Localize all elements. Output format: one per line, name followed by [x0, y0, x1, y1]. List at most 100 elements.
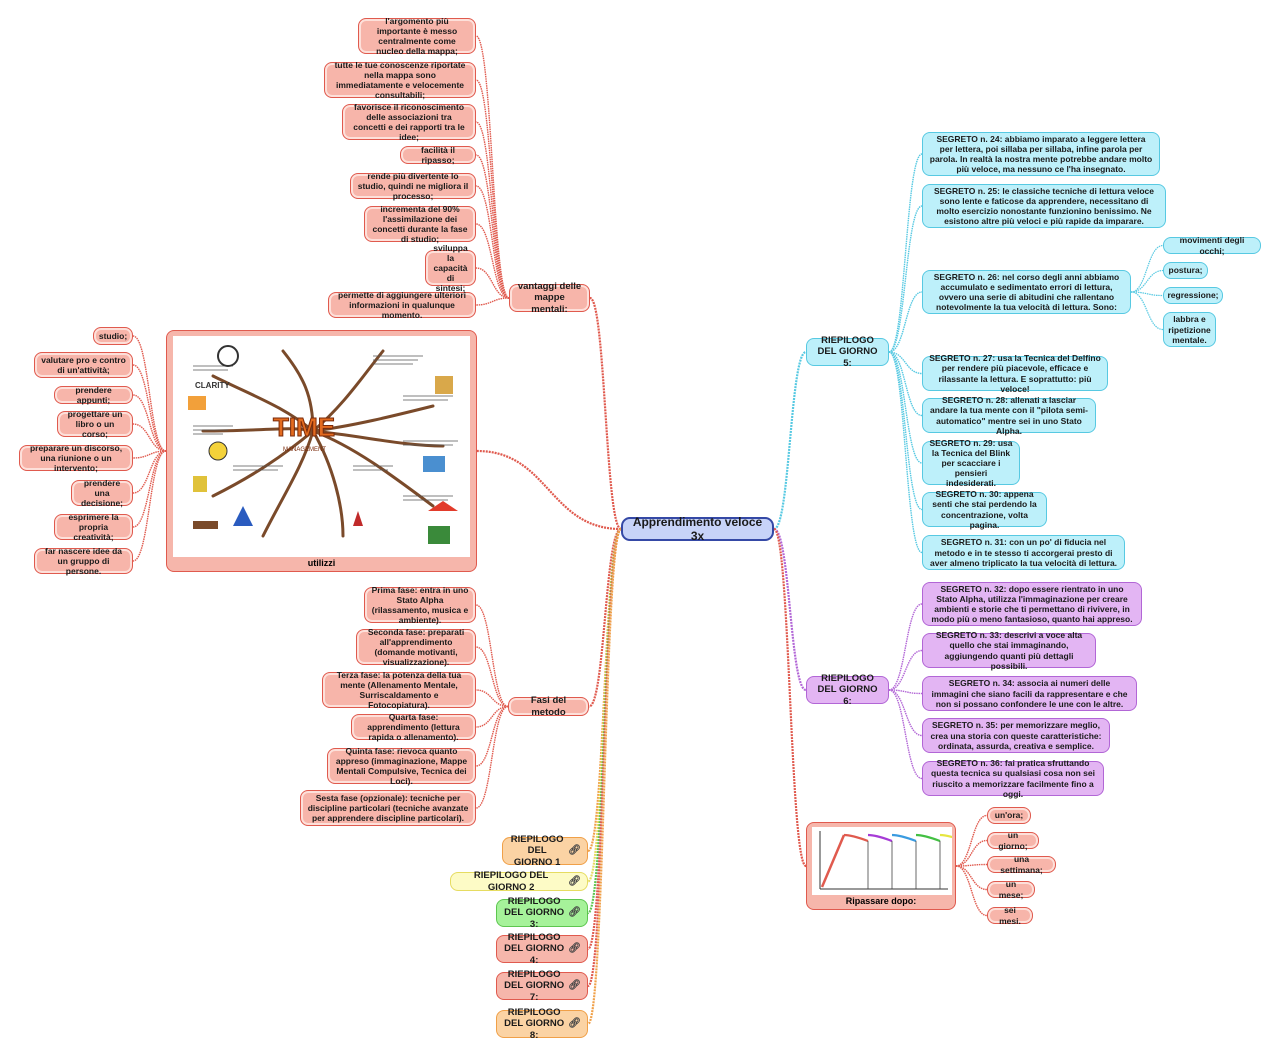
branch-giorno-6[interactable]: RIEPILOGO DEL GIORNO 6:: [806, 676, 889, 704]
connector-branch-vantaggi: [590, 298, 621, 529]
image-word-time: TIME: [273, 412, 335, 442]
connector-segreto-33: [889, 651, 922, 691]
utilizzi-image-node[interactable]: TIME MANAGEMENT CLARITY utilizzi: [166, 330, 477, 572]
link-icon: 🔗︎: [568, 845, 581, 857]
segreto-31[interactable]: SEGRETO n. 31: con un po' di fiducia nel…: [922, 535, 1125, 570]
central-topic[interactable]: Apprendimento veloce 3x: [621, 517, 774, 541]
segreto-35[interactable]: SEGRETO n. 35: per memorizzare meglio, c…: [922, 718, 1110, 753]
forgetting-curve-chart: [812, 827, 952, 895]
segreto-27[interactable]: SEGRETO n. 27: usa la Tecnica del Delfin…: [922, 356, 1108, 391]
connector-ripassare-image-node: [774, 529, 806, 866]
connector-fase-item-6: [476, 707, 508, 809]
utilizzo-item-6[interactable]: prendere una decisione;: [71, 480, 133, 506]
vantaggio-item-4[interactable]: facilità il ripasso;: [400, 146, 476, 164]
ripassare-ora[interactable]: un'ora;: [987, 807, 1031, 824]
segreto-25[interactable]: SEGRETO n. 25: le classiche tecniche di …: [922, 184, 1166, 228]
connector-errore-labbra: [1131, 292, 1163, 330]
fase-item-6[interactable]: Sesta fase (opzionale): tecniche per dis…: [300, 790, 476, 826]
riepilogo-giorno-2-label: RIEPILOGO DEL GIORNO 2: [457, 870, 565, 892]
vantaggio-item-7[interactable]: sviluppa la capacità di sintesi;: [425, 250, 476, 286]
vantaggio-item-6[interactable]: incrementa del 90% l'assimilazione dei c…: [364, 206, 476, 242]
segreto-33[interactable]: SEGRETO n. 33: descrivi a voce alta quel…: [922, 633, 1096, 668]
segreto-28[interactable]: SEGRETO n. 28: allenati a lasciar andare…: [922, 398, 1096, 433]
utilizzo-item-8[interactable]: far nascere idee da un gruppo di persone…: [34, 548, 133, 574]
connector-utilizzo-item-7: [133, 451, 166, 527]
connector-segreto-30: [889, 352, 922, 510]
utilizzi-caption: utilizzi: [167, 558, 476, 568]
segreto-36[interactable]: SEGRETO n. 36: fai pratica sfruttando qu…: [922, 761, 1104, 796]
errore-postura[interactable]: postura;: [1163, 262, 1208, 279]
fase-item-5[interactable]: Quinta fase: rievoca quanto appreso (imm…: [327, 748, 476, 784]
fase-item-4[interactable]: Quarta fase: apprendimento (lettura rapi…: [351, 714, 476, 740]
utilizzo-item-5[interactable]: preparare un discorso, una riunione o un…: [19, 445, 133, 471]
connector-vantaggio-item-3: [476, 122, 509, 298]
errore-occhi[interactable]: movimenti degli occhi;: [1163, 237, 1261, 254]
vantaggio-item-5[interactable]: rende più divertente lo studio, quindi n…: [350, 173, 476, 199]
ripassare-sei-mesi[interactable]: sei mesi.: [987, 907, 1033, 924]
curve-segment-4: [916, 835, 940, 841]
time-management-mindmap-image: TIME MANAGEMENT CLARITY: [173, 336, 470, 557]
fase-item-1[interactable]: Prima fase: entra in uno Stato Alpha (ri…: [364, 587, 476, 623]
connector-vantaggio-item-5: [476, 186, 509, 298]
segreto-34[interactable]: SEGRETO n. 34: associa ai numeri delle i…: [922, 676, 1137, 711]
connector-segreto-32: [889, 604, 922, 690]
utilizzo-item-2[interactable]: valutare pro e contro di un'attività;: [34, 352, 133, 378]
connector-branch-fasi: [589, 529, 621, 707]
segreto-26[interactable]: SEGRETO n. 26: nel corso degli anni abbi…: [922, 270, 1131, 314]
segreto-30[interactable]: SEGRETO n. 30: appena senti che stai per…: [922, 492, 1047, 527]
curve-segment-1: [844, 835, 868, 841]
connector-utilizzo-item-8: [133, 451, 166, 561]
connector-utilizzo-item-3: [133, 395, 166, 451]
vantaggio-item-2[interactable]: tutte le tue conoscenze riportate nella …: [324, 62, 476, 98]
connector-errore-postura: [1131, 271, 1163, 293]
connector-utilizzi-image-node: [477, 451, 621, 529]
segreto-32[interactable]: SEGRETO n. 32: dopo essere rientrato in …: [922, 582, 1142, 626]
riepilogo-giorno-7-label: RIEPILOGO DEL GIORNO 7:: [503, 969, 565, 1003]
utilizzo-item-4[interactable]: progettare un libro o un corso;: [57, 411, 133, 437]
image-word-management: MANAGEMENT: [283, 447, 326, 453]
riepilogo-giorno-2[interactable]: RIEPILOGO DEL GIORNO 2🔗︎: [450, 872, 588, 891]
riepilogo-giorno-8[interactable]: RIEPILOGO DEL GIORNO 8:🔗︎: [496, 1010, 588, 1038]
vantaggio-item-8[interactable]: permette di aggiungere ulteriori informa…: [328, 292, 476, 318]
connector-vantaggio-item-8: [476, 298, 509, 305]
ripassare-giorno[interactable]: un giorno;: [987, 832, 1039, 849]
link-icon: 🔗︎: [568, 876, 581, 888]
ripassare-mese[interactable]: un mese;: [987, 881, 1035, 898]
riepilogo-giorno-7[interactable]: RIEPILOGO DEL GIORNO 7:🔗︎: [496, 972, 588, 1000]
utilizzo-item-7[interactable]: esprimere la propria creatività;: [54, 514, 133, 540]
connector-utilizzo-item-4: [133, 424, 166, 451]
vantaggio-item-3[interactable]: favorisce il riconoscimento delle associ…: [342, 104, 476, 140]
errore-labbra[interactable]: labbra e ripetizione mentale.: [1163, 312, 1216, 347]
forgetting-curve-image: [812, 827, 952, 895]
connector-branch-giorno-6: [774, 529, 806, 690]
fase-item-3[interactable]: Terza fase: la potenza della tua mente (…: [322, 672, 476, 708]
branch-giorno-5[interactable]: RIEPILOGO DEL GIORNO 5:: [806, 338, 889, 366]
riepilogo-giorno-1[interactable]: RIEPILOGO DEL GIORNO 1🔗︎: [502, 837, 588, 865]
ripassare-image-node[interactable]: Ripassare dopo:: [806, 822, 956, 910]
link-icon: 🔗︎: [568, 943, 581, 955]
connector-ripassare-mese: [956, 866, 987, 890]
branch-fasi[interactable]: Fasi del metodo: [508, 697, 589, 716]
branch-vantaggi[interactable]: vantaggi delle mappe mentali:: [509, 284, 590, 312]
riepilogo-giorno-4[interactable]: RIEPILOGO DEL GIORNO 4:🔗︎: [496, 935, 588, 963]
curve-segment-5: [940, 835, 952, 841]
link-icon: 🔗︎: [568, 1018, 581, 1030]
connector-ripassare-sei-mesi: [956, 866, 987, 916]
curve-rise: [822, 835, 844, 887]
utilizzo-item-3[interactable]: prendere appunti;: [54, 386, 133, 404]
connector-fase-item-5: [476, 707, 508, 767]
riepilogo-giorno-4-label: RIEPILOGO DEL GIORNO 4:: [503, 932, 565, 966]
connector-segreto-27: [889, 352, 922, 374]
connector-segreto-26: [889, 292, 922, 352]
connector-fase-item-1: [476, 605, 508, 707]
utilizzo-item-1[interactable]: studio;: [93, 327, 133, 345]
segreto-24[interactable]: SEGRETO n. 24: abbiamo imparato a legger…: [922, 132, 1160, 176]
vantaggio-item-1[interactable]: l'argomento più importante è messo centr…: [358, 18, 476, 54]
connector-segreto-25: [889, 206, 922, 352]
riepilogo-giorno-3[interactable]: RIEPILOGO DEL GIORNO 3:🔗︎: [496, 899, 588, 927]
segreto-29[interactable]: SEGRETO n. 29: usa la Tecnica del Blink …: [922, 441, 1020, 485]
errore-regressione[interactable]: regressione;: [1163, 287, 1223, 304]
fase-item-2[interactable]: Seconda fase: preparati all'apprendiment…: [356, 629, 476, 665]
riepilogo-giorno-1-label: RIEPILOGO DEL GIORNO 1: [509, 834, 565, 868]
ripassare-settimana[interactable]: una settimana;: [987, 856, 1056, 873]
